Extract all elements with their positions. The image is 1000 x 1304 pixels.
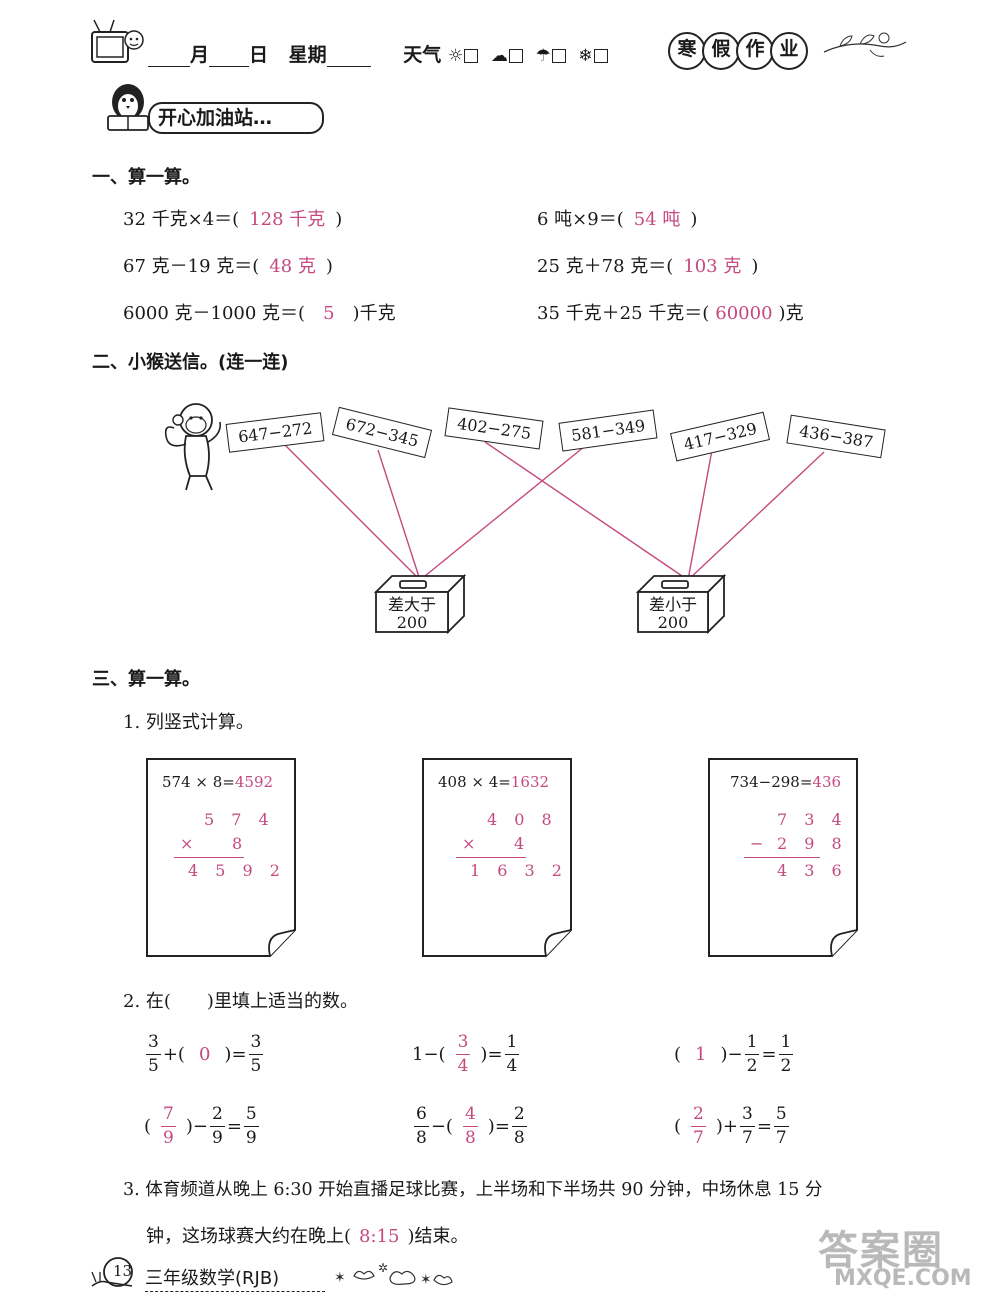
s1-answer-3: 48 克 <box>269 256 316 277</box>
section2-title: 二、小猴送信。(连一连) <box>92 352 289 373</box>
banner-title: 开心加油站… <box>158 107 273 129</box>
calc2-op: × <box>462 834 482 853</box>
watermark-logo: 答案圈 <box>818 1228 944 1274</box>
weekday-label: 星期 <box>288 44 327 66</box>
calc1-second: 8 <box>232 834 249 853</box>
svg-text:✶: ✶ <box>334 1270 346 1286</box>
calc3-result: 4 3 6 <box>777 861 848 880</box>
calc2-result: 1 6 3 2 <box>470 861 568 880</box>
svg-text:✲: ✲ <box>378 1261 388 1275</box>
frac-answer-3: 1 <box>695 1044 707 1065</box>
snowy-checkbox[interactable] <box>593 48 608 63</box>
matching-lines <box>279 439 825 635</box>
monkey-icon <box>164 403 222 491</box>
section1-title: 一、算一算。 <box>92 167 200 188</box>
snail-icon <box>91 1257 133 1287</box>
calc3-top: 7 3 4 <box>777 810 848 829</box>
s1-answer-5: 5 <box>323 303 335 324</box>
page-number: 13 <box>113 1262 133 1280</box>
sub3-question: 3. 体育频道从晚上 6:30 开始直播足球比赛，上半场和下半场共 90 分钟，… <box>123 1180 823 1200</box>
rainy-icon: ☂ <box>535 46 551 66</box>
calc1-op: × <box>180 834 200 853</box>
book-title: 三年级数学(RJB) <box>145 1268 280 1289</box>
sub2-title: 2. 在( )里填上适当的数。 <box>123 991 358 1012</box>
sunny-icon: ☼ <box>447 46 464 66</box>
s1-answer-2: 54 吨 <box>633 209 681 230</box>
s1-answer-4: 103 克 <box>683 256 742 277</box>
calc3-rule <box>744 857 820 858</box>
sub1-title: 1. 列竖式计算。 <box>123 712 254 733</box>
calc1-top: 5 7 4 <box>204 810 275 829</box>
calc3-second: 2 9 8 <box>777 834 848 853</box>
sub3-answer-line: 钟，这场球赛大约在晚上(8:15)结束。 <box>146 1226 469 1247</box>
day-label: 日 <box>249 44 269 66</box>
s1-item-4: 25 克＋78 克＝(103 克) <box>537 256 759 277</box>
s1-answer-1: 128 千克 <box>249 209 326 230</box>
calc1-expr: 574 × 8=4592 <box>162 773 274 791</box>
calc2-top: 4 0 8 <box>487 810 558 829</box>
box-less-label: 差小于 200 <box>648 595 697 633</box>
calc3-expr: 734−298=436 <box>730 773 842 791</box>
s1-item-1: 32 千克×4＝(128 千克) <box>123 209 343 230</box>
calc2-second: 4 <box>514 834 531 853</box>
calc3-op: − <box>750 834 770 853</box>
s1-item-6: 35 千克＋25 千克＝(60000)克 <box>537 303 804 324</box>
weather-label: 天气 <box>403 44 442 66</box>
watermark-url: MXQE.COM <box>834 1266 972 1291</box>
month-label: 月 <box>190 44 210 66</box>
section3-title: 三、算一算。 <box>92 669 200 690</box>
snowy-icon: ❄ <box>578 46 593 66</box>
calc1-result: 4 5 9 2 <box>188 861 286 880</box>
cloudy-icon: ☁ <box>490 46 508 66</box>
frac-answer-1: 0 <box>198 1044 211 1065</box>
rainy-checkbox[interactable] <box>551 48 566 63</box>
flower-branch-icon <box>823 32 907 57</box>
sunny-checkbox[interactable] <box>464 48 479 63</box>
box-greater-label: 差大于 200 <box>387 595 436 633</box>
calc2-expr: 408 × 4=1632 <box>438 773 550 791</box>
penguin-reader-icon <box>107 84 149 131</box>
svg-text:✶: ✶ <box>420 1272 432 1288</box>
decor-stars-icon: ✶ ✲ ✶ <box>334 1261 453 1288</box>
s1-item-5: 6000 克－1000 克＝(5)千克 <box>123 303 396 324</box>
banner-title-box <box>148 102 324 134</box>
s1-item-2: 6 吨×9＝(54 吨) <box>537 209 698 230</box>
tv-mascot-icon <box>91 19 144 63</box>
calc1-rule <box>174 857 244 858</box>
sub3-answer: 8:15 <box>359 1226 400 1247</box>
calc2-rule <box>456 857 526 858</box>
s1-answer-6: 60000 <box>715 303 773 324</box>
cloudy-checkbox[interactable] <box>508 48 523 63</box>
footer-rule <box>145 1291 325 1292</box>
s1-item-3: 67 克－19 克＝(48 克) <box>123 256 333 277</box>
winter-homework-badge: 寒假作业 <box>668 32 808 70</box>
